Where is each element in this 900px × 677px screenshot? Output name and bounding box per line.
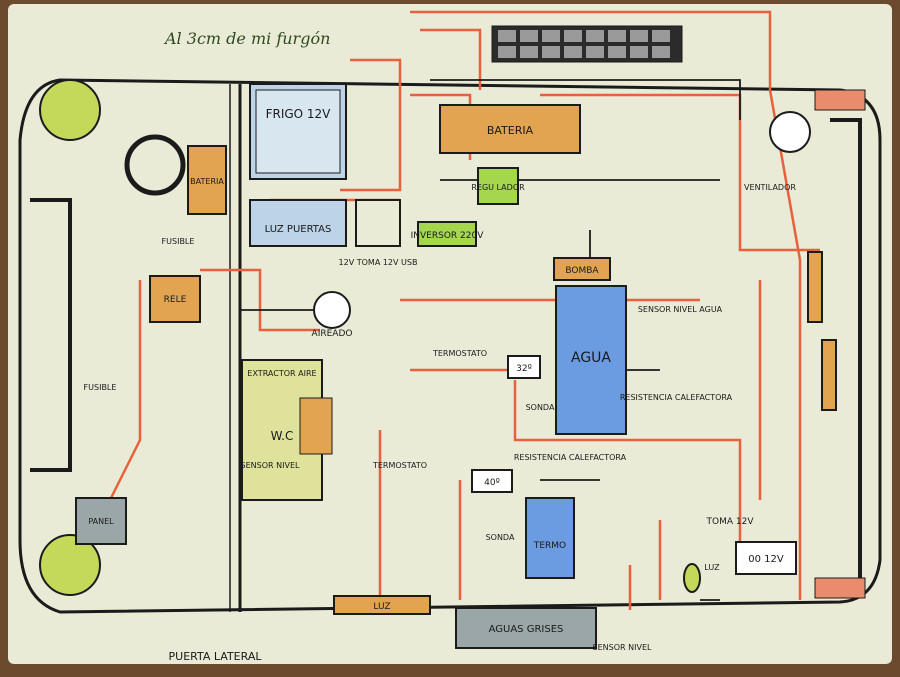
sensor-bottom-label: SENSOR NIVEL — [593, 643, 652, 652]
toma-12v-box: 00 12V — [735, 541, 797, 575]
taillight-bottom — [814, 577, 866, 599]
sensor-wc-label: SENSOR NIVEL — [241, 461, 300, 470]
frigo-box: FRIGO 12V — [249, 83, 347, 180]
headlight-front-left — [39, 79, 101, 141]
termostato-1-label: TERMOSTATO — [432, 349, 487, 358]
ventilador-fan: VENTILADOR — [744, 111, 811, 192]
termo-label: TERMO — [533, 541, 566, 551]
aguas-grises-tank: AGUAS GRISES — [455, 607, 597, 649]
luz-bottom-label: LUZ — [373, 602, 390, 612]
extractor-label: EXTRACTOR AIRE — [247, 369, 316, 378]
luz-right-2 — [821, 339, 837, 411]
agua-label: AGUA — [571, 350, 611, 366]
fusible-2-label: FUSIBLE — [84, 383, 117, 392]
luz-bulb: LUZ — [683, 563, 720, 593]
inversor-box: INVERSOR 220V — [411, 221, 485, 247]
agua-tank: AGUA — [555, 285, 627, 435]
bomba-box: BOMBA — [553, 257, 611, 281]
regulador-box: REGU LADOR — [471, 167, 525, 205]
bateria-servicio-label: BATERIA — [487, 124, 534, 137]
toma-12v-label: TOMA 12V — [706, 517, 755, 527]
rele-label: RELE — [164, 295, 187, 305]
bateria-arranque-label: BATERIA — [190, 177, 224, 186]
luz-puertas-label: LUZ PUERTAS — [265, 224, 332, 235]
ventilador-label: VENTILADOR — [744, 183, 796, 192]
regulador-label: REGU LADOR — [471, 183, 525, 192]
luz-right-1 — [807, 251, 823, 323]
aguas-grises-label: AGUAS GRISES — [489, 624, 564, 635]
wc-label: W.C — [271, 429, 294, 443]
toma-12v-value: 00 12V — [748, 554, 784, 565]
wires-positive — [108, 10, 820, 610]
bateria-servicio-box: BATERIA — [439, 104, 581, 154]
temp-2-label: 40º — [484, 478, 500, 488]
inversor-label: INVERSOR 220V — [411, 231, 485, 241]
termostato-1-box: 32º — [507, 355, 541, 379]
taillight-top — [814, 89, 866, 111]
temp-1-label: 32º — [516, 364, 532, 374]
bomba-label: BOMBA — [565, 266, 599, 276]
panel-control-box: PANEL — [75, 497, 127, 545]
luz-label: LUZ — [704, 563, 720, 572]
luz-bottom-box: LUZ — [333, 595, 431, 615]
resistencia-label: RESISTENCIA CALEFACTORA — [620, 393, 733, 402]
termostato-2-label: TERMOSTATO — [372, 461, 427, 470]
frigo-label: FRIGO 12V — [266, 107, 332, 121]
page-title: Al 3cm de mi furgón — [163, 29, 330, 48]
bateria-arranque-box: BATERIA — [187, 145, 227, 215]
toma-usb-box: 12V TOMA 12V USB — [339, 199, 418, 267]
luz-puertas-box: LUZ PUERTAS — [249, 199, 347, 247]
steering-wheel-icon — [124, 134, 186, 196]
aireado-fan: AIREADO — [312, 291, 353, 339]
puerta-lateral-label: PUERTA LATERAL — [169, 650, 263, 663]
wc-cabin: EXTRACTOR AIRE W.C SENSOR NIVEL — [241, 359, 333, 501]
rele-box: RELE — [149, 275, 201, 323]
headlight-front-right — [39, 534, 101, 596]
sensor-agua-label: SENSOR NIVEL AGUA — [638, 305, 723, 314]
fusible-1-label: FUSIBLE — [162, 237, 195, 246]
paper-sheet — [8, 4, 892, 664]
solar-cells — [498, 30, 670, 58]
sonda-2-label: SONDA — [486, 533, 515, 542]
panel-control-label: PANEL — [88, 517, 114, 526]
termostato-2-box: 40º — [471, 469, 513, 493]
sonda-1-label: SONDA — [526, 403, 555, 412]
termo-tank: TERMO — [525, 497, 575, 579]
aireado-label: AIREADO — [312, 329, 353, 339]
toma-usb-label: 12V TOMA 12V USB — [339, 258, 418, 267]
resistencia-2-label: RESISTENCIA CALEFACTORA — [514, 453, 627, 462]
